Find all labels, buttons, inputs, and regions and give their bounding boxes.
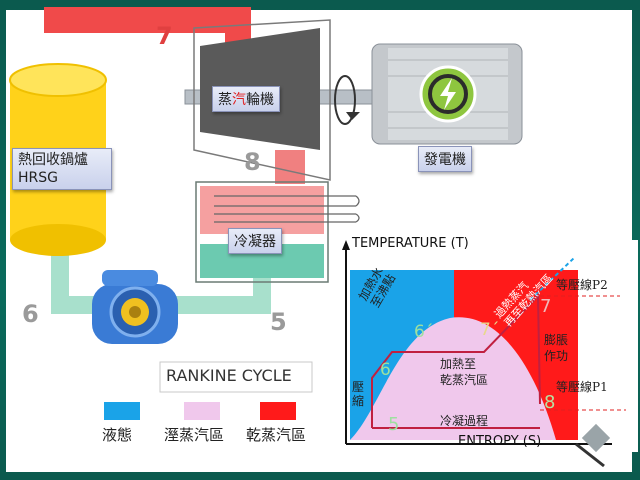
ts-point-8: 8 [544,392,556,413]
turbine-label: 蒸汽輪機 [212,86,280,112]
cycle-path [371,293,541,428]
y-axis-label: TEMPERATURE (T) [352,236,469,251]
heat-dry-line1: 加熱至 [440,357,477,371]
ts-point-6: 6 [380,360,391,380]
ts-point-6p: 6´ [414,322,434,342]
wet-region [350,317,556,440]
turbine-label-part1: 蒸 [218,92,232,108]
compress-text: 壓縮 [352,380,365,408]
expand-line1: 膨脹 [544,333,569,347]
turbine-label-part2: 汽 [232,92,246,108]
condenser-label: 冷凝器 [228,228,282,254]
rotation-arrow-icon [346,112,360,120]
expand-line2: 作功 [544,349,569,363]
legend-swatch-wet [184,402,220,420]
generator-label: 發電機 [418,146,472,172]
ts-point-7p: 7´ [480,320,500,340]
condenser-coil [214,195,356,223]
lightning-icon [440,78,456,110]
point-6-label: 6 [22,300,39,328]
legend-swatch-dry [260,402,296,420]
point-7-label: 7 [156,22,173,50]
rotation-icon [334,75,356,125]
expand-text: 膨脹 作功 [544,332,568,364]
isobar-p2-label: 等壓線P2 [556,278,608,292]
ts-point-7: 7 [540,296,552,317]
corner-arrow-icon [575,423,611,468]
heat-dry-text: 加熱至 乾蒸汽區 [440,356,488,388]
legend-swatch-liquid [104,402,140,420]
legend-label-wet: 溼蒸汽區 [164,426,225,444]
hrsg-label: 熱回收鍋爐 HRSG [12,148,112,190]
hrsg-label-line2: HRSG [18,170,58,186]
legend-label-liquid: 液態 [102,426,133,444]
ts-diagram [342,240,638,452]
ts-point-5: 5 [388,414,400,435]
heat-dry-line2: 乾蒸汽區 [440,373,489,387]
condenser [195,181,360,283]
isobar-p1-label: 等壓線P1 [556,380,608,394]
rankine-title-box [159,361,313,393]
rankine-title: RANKINE CYCLE [166,366,292,385]
point-8-label: 8 [244,148,261,176]
pump [92,270,178,344]
legend-label-dry: 乾蒸汽區 [246,426,307,444]
exhaust-pipe [275,150,305,184]
point-5-label: 5 [270,308,287,336]
condense-text: 冷凝過程 [440,414,489,428]
hrsg-label-line1: 熱回收鍋爐 [18,152,88,168]
generator [371,43,523,145]
turbine-label-part3: 輪機 [246,92,274,108]
x-axis-label: ENTROPY (S) [458,434,542,449]
